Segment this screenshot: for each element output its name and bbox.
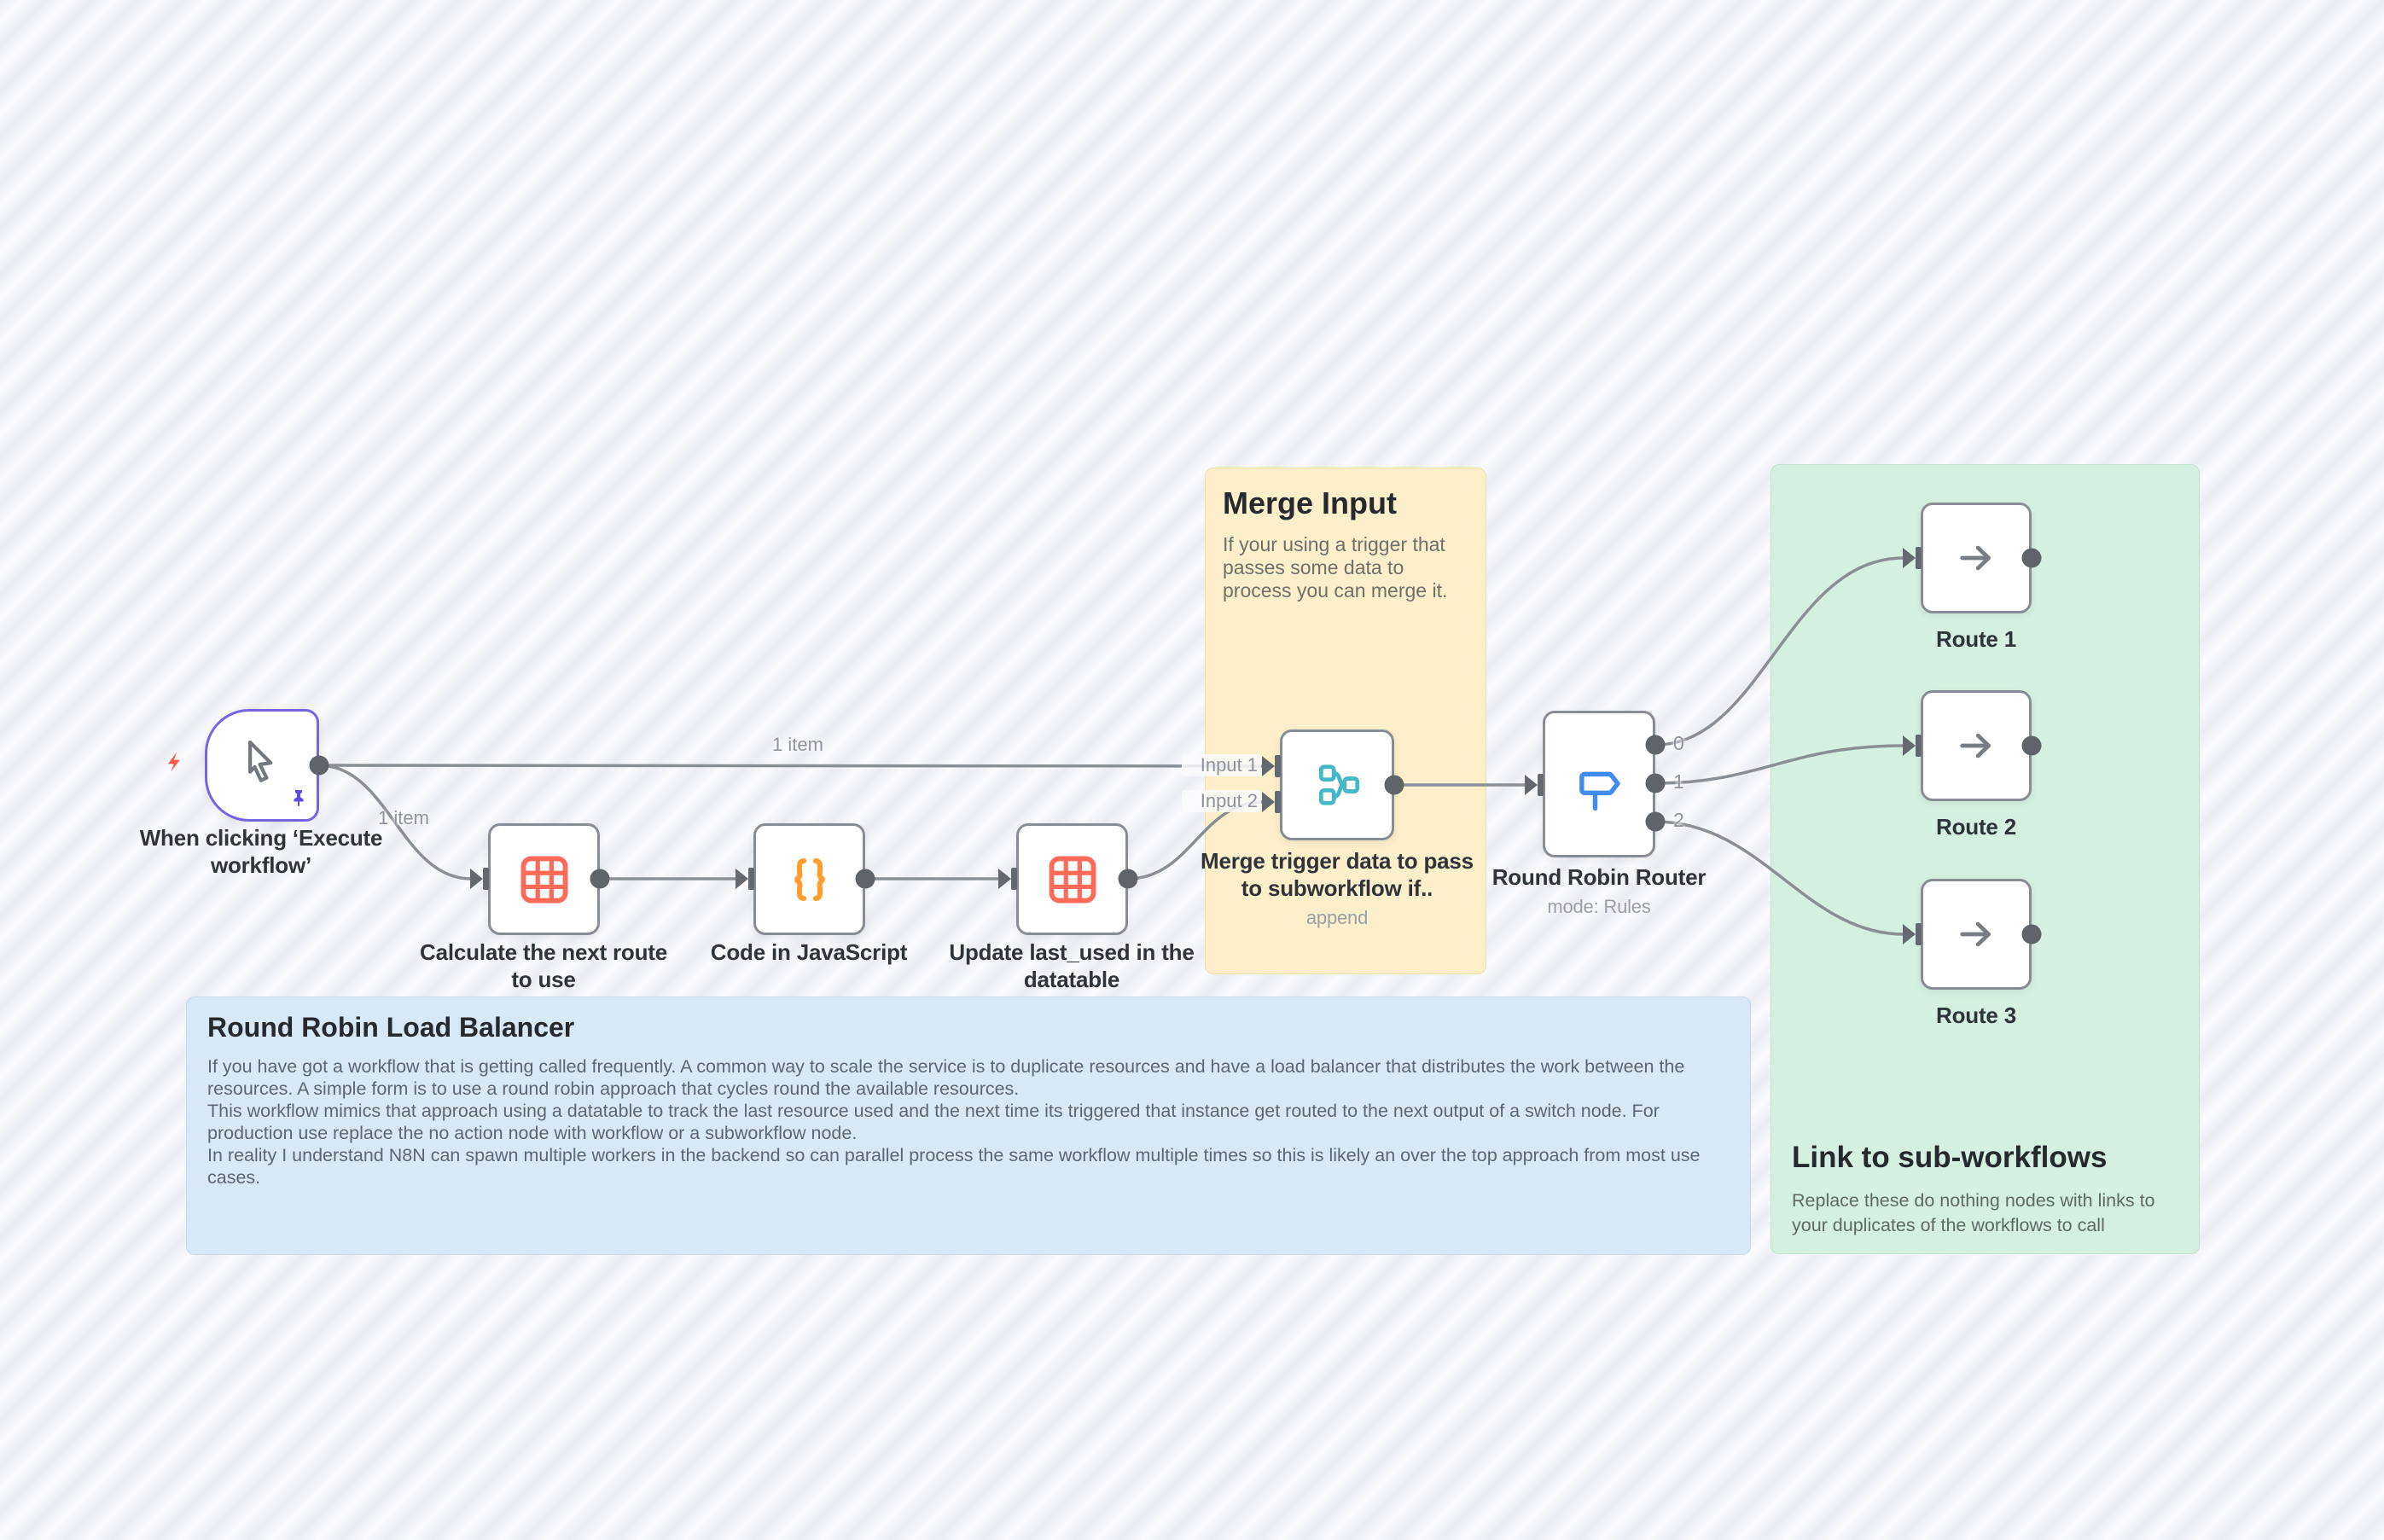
input-port-code[interactable] [736,868,754,890]
sticky-paragraph: This workflow mimics that approach using… [207,1101,1660,1143]
datatable-icon [1049,856,1096,903]
merge-input2-label: Input 2 [1182,790,1261,812]
cursor-icon [248,740,273,782]
node-label-merge: Merge trigger data to pass to subworkflo… [1201,847,1474,932]
node-code-javascript[interactable] [753,823,865,935]
node-round-robin-router[interactable] [1543,711,1655,857]
router-output2-label: 2 [1673,809,1684,831]
node-label-route1: Route 1 [1936,626,2016,652]
node-label-route2: Route 2 [1936,814,2016,840]
node-route-2[interactable] [1921,690,2032,801]
merge-input1-label: Input 1 [1182,754,1261,776]
arrow-right-icon [1960,921,1992,947]
lightning-icon [163,750,187,778]
node-sublabel: mode: Rules [1547,896,1651,917]
sticky-paragraph: In reality I understand N8N can spawn mu… [207,1145,1701,1188]
node-label-code: Code in JavaScript [710,939,908,965]
wire-label-items: 1 item [378,807,429,828]
router-output0-label: 0 [1673,732,1684,754]
sticky-note-merge-input[interactable]: Merge Input If your using a trigger that… [1205,468,1486,974]
node-calculate-next-route[interactable] [488,823,600,935]
arrow-right-icon [1960,545,1992,571]
node-merge[interactable] [1280,729,1394,840]
node-label-router: Round Robin Router mode: Rules [1471,863,1727,921]
sticky-title: Round Robin Load Balancer [207,1012,575,1043]
node-label-calculate: Calculate the next route to use [420,939,667,992]
connection-trigger-to-merge[interactable] [317,764,1265,768]
router-output1-label: 1 [1673,770,1684,793]
node-route-1[interactable] [1921,503,2032,613]
sticky-body: If your using a trigger that passes some… [1223,533,1448,601]
node-sublabel: append [1305,907,1369,928]
input-port-router[interactable] [1525,774,1544,796]
node-label-text: Round Robin Router [1491,864,1707,890]
arrow-right-icon [1960,733,1992,758]
sticky-title: Merge Input [1223,485,1397,520]
node-label-text: Merge trigger data to pass to subworkflo… [1201,848,1474,901]
node-manual-trigger[interactable] [205,709,319,822]
sticky-note-load-balancer[interactable]: Round Robin Load Balancer If you have go… [186,997,1751,1255]
sticky-paragraph: If you have got a workflow that is getti… [207,1056,1685,1099]
input-port-calculate[interactable] [470,868,489,890]
merge-icon [1318,764,1360,805]
node-label-update: Update last_used in the datatable [949,939,1195,992]
pin-icon [288,788,309,813]
code-braces-icon [794,857,825,901]
node-update-last-used[interactable] [1016,823,1128,935]
node-label-trigger: When clicking ‘Execute workflow’ [139,825,383,878]
signpost-icon [1579,771,1620,811]
node-route-3[interactable] [1921,879,2032,990]
wire-label-items: 1 item [772,734,823,755]
sticky-body: Replace these do nothing nodes with link… [1792,1190,2155,1235]
node-label-route3: Route 3 [1936,1002,2016,1028]
input-port-update[interactable] [998,868,1017,890]
datatable-icon [520,856,567,903]
sticky-title: Link to sub-workflows [1792,1141,2108,1174]
